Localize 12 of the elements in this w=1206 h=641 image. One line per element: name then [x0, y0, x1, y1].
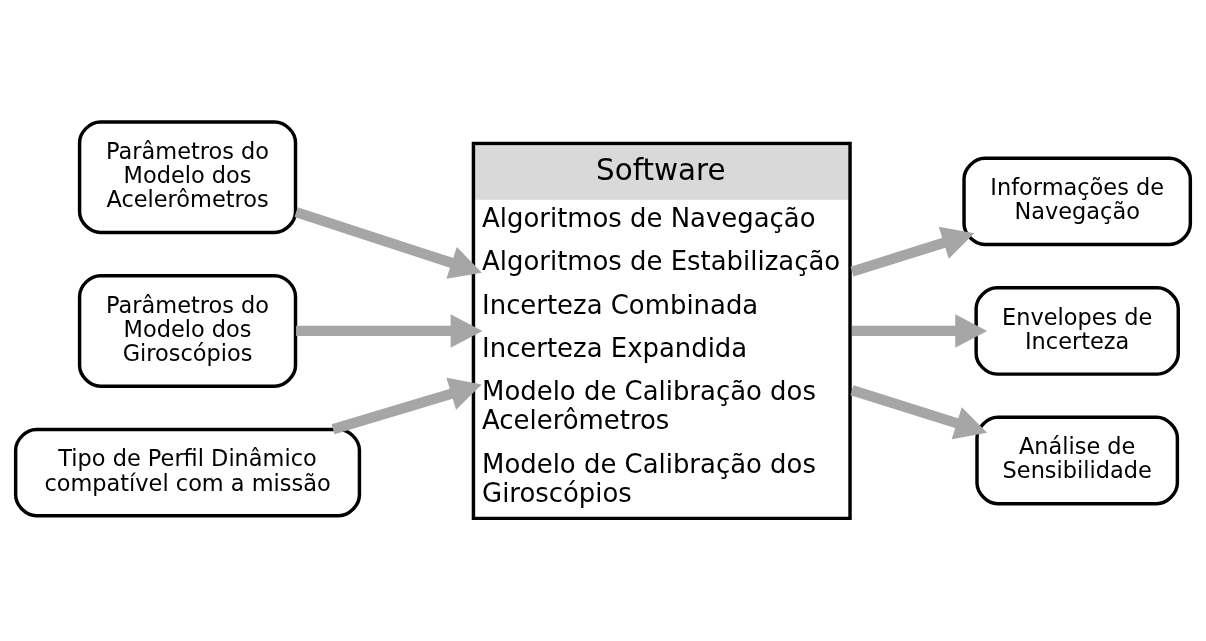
arrow: [850, 226, 975, 277]
node-box: Tipo de Perfil Dinâmico compatível com a missão: [13, 427, 362, 517]
node-box: Análise de Sensibilidade: [975, 415, 1180, 505]
node-box: Envelopes de Incerteza: [974, 285, 1180, 376]
node-box: Parâmetros do Modelo dos Acelerômetros: [77, 119, 298, 234]
arrow: [850, 384, 988, 439]
arrow: [852, 313, 988, 348]
arrow: [294, 206, 482, 279]
arrow: [331, 377, 482, 434]
node-box: Parâmetros do Modelo dos Giroscópios: [77, 273, 298, 388]
node-box: Informações de Navegação: [962, 155, 1193, 246]
arrow: [296, 313, 483, 348]
